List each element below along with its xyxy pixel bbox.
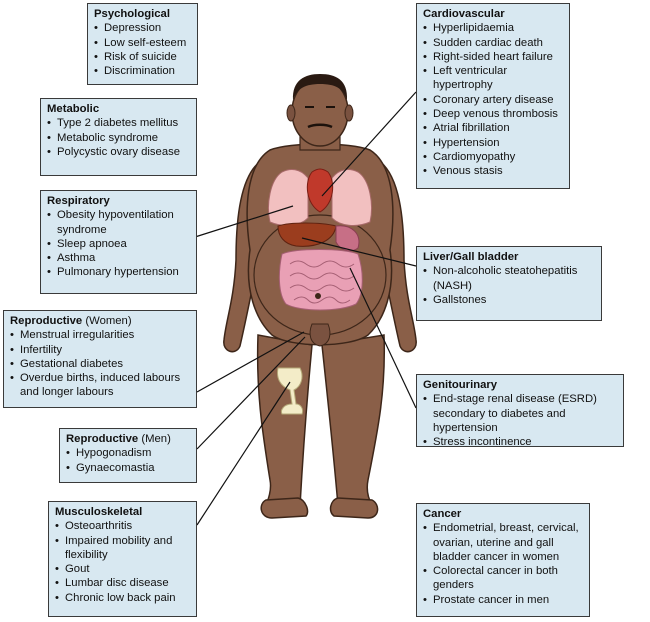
list-item: Stress incontinence: [423, 435, 617, 450]
connector-reproductive-women: [196, 331, 305, 393]
list-item: Risk of suicide: [94, 50, 191, 65]
list-item: Pulmonary hypertension: [47, 265, 190, 280]
psychological-box: Psychological Depression Low self-esteem…: [87, 3, 198, 85]
list-item: Gynaecomastia: [66, 461, 190, 476]
respiratory-list: Obesity hypoventilation syndrome Sleep a…: [47, 208, 190, 280]
cancer-box: Cancer Endometrial, breast, cervical, ov…: [416, 503, 590, 617]
list-item: Low self-esteem: [94, 36, 191, 51]
list-item: Chronic low back pain: [55, 591, 190, 606]
right-lung: [331, 169, 372, 226]
liver: [277, 222, 337, 247]
reproductive-women-title-text: Reproductive: [10, 315, 83, 327]
genitals: [309, 323, 331, 347]
reproductive-men-subtitle: (Men): [141, 433, 171, 445]
genitourinary-box: Genitourinary End-stage renal disease (E…: [416, 374, 624, 450]
intestine-folds: [289, 260, 355, 304]
psychological-title: Psychological: [94, 8, 170, 20]
list-item: End-stage renal disease (ESRD) secondary…: [423, 392, 617, 435]
list-item: Deep venous thrombosis: [423, 107, 563, 122]
genitourinary-title: Genitourinary: [423, 379, 498, 391]
liver-list: Non-alcoholic steatohepatitis (NASH) Gal…: [423, 264, 595, 307]
list-item: Polycystic ovary disease: [47, 145, 190, 160]
connector-respiratory: [194, 205, 294, 238]
liver-title: Liver/Gall bladder: [423, 251, 519, 263]
connector-musculoskeletal: [196, 381, 291, 526]
list-item: Metabolic syndrome: [47, 131, 190, 146]
list-item: Right-sided heart failure: [423, 50, 563, 65]
metabolic-title: Metabolic: [47, 103, 100, 115]
list-item: Hypogonadism: [66, 446, 190, 461]
intestines: [278, 249, 363, 311]
left-leg: [256, 334, 313, 507]
connector-liver: [301, 237, 417, 267]
list-item: Prostate cancer in men: [423, 593, 583, 608]
mustache: [307, 123, 333, 129]
hair: [292, 74, 348, 100]
list-item: Coronary artery disease: [423, 93, 563, 108]
reproductive-women-box: Reproductive (Women) Menstrual irregular…: [3, 310, 197, 408]
list-item: Lumbar disc disease: [55, 576, 190, 591]
list-item: Obesity hypoventilation syndrome: [47, 208, 190, 237]
reproductive-women-title: Reproductive (Women): [10, 314, 190, 328]
list-item: Impaired mobility and flexibility: [55, 534, 190, 563]
list-item: Gallstones: [423, 293, 595, 308]
respiratory-box: Respiratory Obesity hypoventilation synd…: [40, 190, 197, 294]
list-item: Venous stasis: [423, 164, 563, 179]
cardiovascular-title: Cardiovascular: [423, 8, 505, 20]
musculoskeletal-box: Musculoskeletal Osteoarthritis Impaired …: [48, 501, 197, 617]
right-foot: [329, 497, 379, 519]
list-item: Depression: [94, 21, 191, 36]
list-item: Osteoarthritis: [55, 519, 190, 534]
reproductive-women-list: Menstrual irregularities Infertility Ges…: [10, 328, 190, 399]
list-item: Gout: [55, 562, 190, 577]
list-item: Menstrual irregularities: [10, 328, 190, 343]
list-item: Hypertension: [423, 136, 563, 151]
navel: [315, 293, 321, 299]
liver-box: Liver/Gall bladder Non-alcoholic steatoh…: [416, 246, 602, 321]
reproductive-women-subtitle: (Women): [85, 315, 132, 327]
reproductive-men-list: Hypogonadism Gynaecomastia: [66, 446, 190, 475]
cardiovascular-box: Cardiovascular Hyperlipidaemia Sudden ca…: [416, 3, 570, 189]
left-ear: [286, 104, 296, 122]
musculoskeletal-list: Osteoarthritis Impaired mobility and fle…: [55, 519, 190, 605]
heart: [306, 168, 334, 213]
list-item: Sudden cardiac death: [423, 36, 563, 51]
cancer-title: Cancer: [423, 508, 462, 520]
list-item: Overdue births, induced labours and long…: [10, 371, 190, 400]
left-foot: [260, 497, 309, 519]
list-item: Colorectal cancer in both genders: [423, 564, 583, 593]
list-item: Infertility: [10, 343, 190, 358]
list-item: Hyperlipidaemia: [423, 21, 563, 36]
reproductive-men-box: Reproductive (Men) Hypogonadism Gynaecom…: [59, 428, 197, 483]
right-ear: [344, 104, 354, 122]
list-item: Gestational diabetes: [10, 357, 190, 372]
list-item: Endometrial, breast, cervical, ovarian, …: [423, 521, 583, 564]
list-item: Sleep apnoea: [47, 237, 190, 252]
musculoskeletal-title: Musculoskeletal: [55, 506, 143, 518]
reproductive-men-title: Reproductive (Men): [66, 432, 190, 446]
metabolic-list: Type 2 diabetes mellitus Metabolic syndr…: [47, 116, 190, 159]
knee-joint: [277, 367, 303, 415]
stomach: [335, 225, 360, 252]
connector-genitourinary: [349, 267, 417, 409]
list-item: Asthma: [47, 251, 190, 266]
connector-reproductive-men: [196, 336, 306, 450]
right-leg: [321, 334, 386, 507]
respiratory-title: Respiratory: [47, 195, 110, 207]
list-item: Discrimination: [94, 64, 191, 79]
list-item: Non-alcoholic steatohepatitis (NASH): [423, 264, 595, 293]
genitourinary-list: End-stage renal disease (ESRD) secondary…: [423, 392, 617, 449]
list-item: Atrial fibrillation: [423, 121, 563, 136]
cancer-list: Endometrial, breast, cervical, ovarian, …: [423, 521, 583, 607]
connector-cardiovascular: [321, 91, 417, 197]
metabolic-box: Metabolic Type 2 diabetes mellitus Metab…: [40, 98, 197, 176]
psychological-list: Depression Low self-esteem Risk of suici…: [94, 21, 191, 78]
reproductive-men-title-text: Reproductive: [66, 433, 139, 445]
connector-lines: [194, 91, 417, 526]
list-item: Left ventricular hypertrophy: [423, 64, 563, 93]
cardiovascular-list: Hyperlipidaemia Sudden cardiac death Rig…: [423, 21, 563, 179]
list-item: Type 2 diabetes mellitus: [47, 116, 190, 131]
list-item: Cardiomyopathy: [423, 150, 563, 165]
